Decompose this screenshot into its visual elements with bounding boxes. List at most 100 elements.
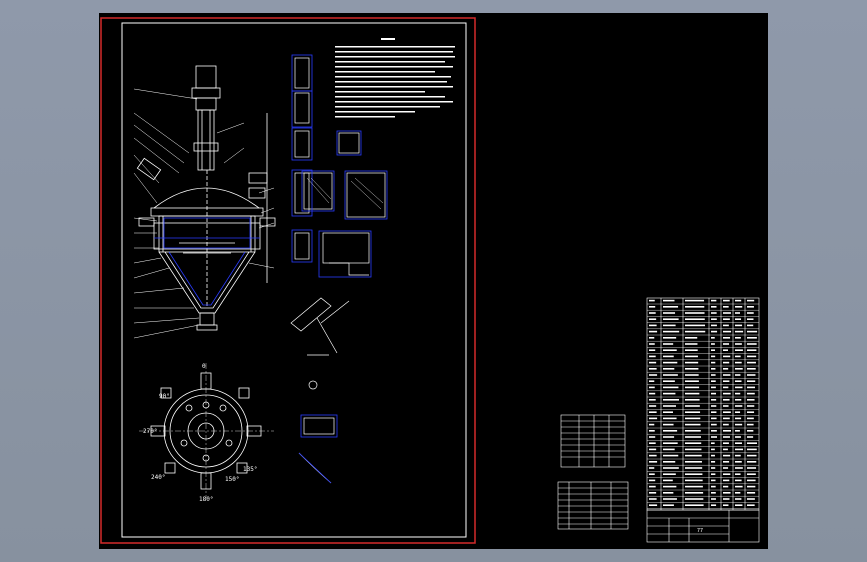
parts-cell-text bbox=[735, 454, 741, 457]
parts-cell-text bbox=[747, 330, 758, 333]
parts-cell-text bbox=[711, 461, 716, 463]
parts-cell-text bbox=[685, 485, 703, 488]
parts-cell-text bbox=[685, 492, 704, 494]
parts-cell-text bbox=[735, 417, 742, 420]
parts-cell-text bbox=[649, 355, 656, 358]
parts-cell-text bbox=[735, 405, 743, 407]
parts-cell-text bbox=[747, 361, 756, 364]
parts-cell-text bbox=[735, 479, 742, 482]
parts-cell-text bbox=[649, 368, 657, 370]
parts-cell-text bbox=[649, 442, 656, 444]
parts-cell-text bbox=[663, 380, 675, 382]
parts-cell-text bbox=[735, 380, 742, 382]
parts-cell-text bbox=[711, 430, 717, 432]
parts-cell-text bbox=[723, 312, 731, 314]
parts-cell-text bbox=[723, 436, 730, 438]
parts-cell-text bbox=[685, 392, 700, 395]
parts-cell-text bbox=[735, 392, 741, 395]
parts-cell-text bbox=[685, 306, 705, 308]
parts-cell-text bbox=[735, 411, 741, 413]
parts-cell-text bbox=[685, 368, 699, 370]
parts-cell-text bbox=[735, 324, 743, 327]
parts-cell-text bbox=[663, 330, 680, 333]
parts-cell-text bbox=[747, 337, 757, 339]
parts-cell-text bbox=[735, 485, 743, 488]
parts-cell-text bbox=[685, 417, 701, 420]
parts-cell-text bbox=[747, 374, 756, 376]
parts-cell-text bbox=[649, 417, 658, 420]
parts-cell-text bbox=[663, 417, 677, 420]
parts-cell-text bbox=[685, 399, 700, 401]
parts-cell-text bbox=[711, 442, 715, 444]
parts-cell-text bbox=[663, 392, 676, 395]
detail-hatching bbox=[306, 177, 384, 210]
parts-cell-text bbox=[723, 324, 729, 327]
parts-list-table bbox=[646, 297, 760, 511]
parts-cell-text bbox=[735, 498, 742, 500]
parts-cell-text bbox=[685, 479, 703, 482]
parts-cell-text bbox=[649, 330, 658, 333]
parts-cell-text bbox=[663, 386, 679, 389]
plan-centerlines bbox=[139, 363, 274, 498]
parts-cell-text bbox=[723, 306, 729, 308]
parts-cell-text bbox=[663, 324, 676, 327]
nozzle-table bbox=[560, 414, 626, 468]
parts-cell-text bbox=[649, 423, 655, 426]
engineering-drawing: 0 90° 270° 240° 135° 150° 180° bbox=[100, 17, 760, 544]
parts-cell-text bbox=[663, 361, 678, 364]
parts-cell-text bbox=[663, 312, 676, 314]
parts-list-rows bbox=[647, 303, 759, 509]
parts-cell-text bbox=[735, 349, 743, 351]
parts-cell-text bbox=[735, 355, 741, 358]
parts-cell-text bbox=[649, 299, 655, 302]
parts-cell-text bbox=[723, 498, 730, 500]
parts-cell-text bbox=[711, 374, 716, 376]
parts-cell-text bbox=[685, 498, 704, 500]
parts-cell-text bbox=[747, 368, 756, 370]
parts-cell-text bbox=[685, 448, 702, 451]
parts-cell-text bbox=[685, 504, 704, 506]
parts-cell-text bbox=[663, 299, 675, 302]
parts-cell-text bbox=[663, 436, 675, 438]
plan-label-180: 180° bbox=[199, 496, 213, 503]
parts-cell-text bbox=[649, 436, 656, 438]
technical-notes bbox=[335, 38, 455, 118]
parts-cell-text bbox=[723, 473, 731, 475]
parts-cell-text bbox=[747, 473, 756, 475]
parts-cell-text bbox=[685, 442, 702, 444]
parts-cell-text bbox=[663, 337, 677, 339]
parts-cell-text bbox=[663, 411, 673, 413]
drawing-sheet[interactable]: 0 90° 270° 240° 135° 150° 180° bbox=[99, 13, 768, 549]
parts-cell-text bbox=[649, 349, 656, 351]
parts-cell-text bbox=[711, 299, 717, 302]
parts-cell-text bbox=[685, 454, 702, 457]
parts-cell-text bbox=[685, 299, 705, 302]
title-block bbox=[646, 509, 760, 543]
parts-cell-text bbox=[663, 405, 676, 407]
parts-cell-text bbox=[747, 343, 757, 345]
parts-cell-text bbox=[723, 299, 730, 302]
parts-cell-text bbox=[747, 479, 756, 482]
vessel-elevation bbox=[136, 65, 276, 331]
parts-cell-text bbox=[649, 461, 658, 463]
parts-cell-text bbox=[711, 467, 716, 469]
parts-cell-text bbox=[649, 479, 656, 482]
parts-cell-text bbox=[711, 454, 715, 457]
parts-cell-text bbox=[723, 349, 728, 351]
parts-cell-text bbox=[747, 392, 755, 395]
parts-cell-text bbox=[649, 448, 657, 451]
parts-cell-text bbox=[711, 436, 717, 438]
parts-cell-text bbox=[747, 467, 757, 469]
parts-cell-text bbox=[663, 368, 675, 370]
parts-cell-text bbox=[685, 461, 702, 463]
parts-cell-text bbox=[649, 399, 656, 401]
parts-cell-text bbox=[649, 343, 655, 345]
parts-cell-text bbox=[747, 442, 757, 444]
detail-views bbox=[290, 38, 455, 484]
parts-cell-text bbox=[711, 411, 717, 413]
parts-cell-text bbox=[649, 318, 657, 320]
parts-cell-text bbox=[747, 399, 755, 401]
parts-cell-text bbox=[649, 337, 655, 339]
parts-cell-text bbox=[735, 361, 742, 364]
